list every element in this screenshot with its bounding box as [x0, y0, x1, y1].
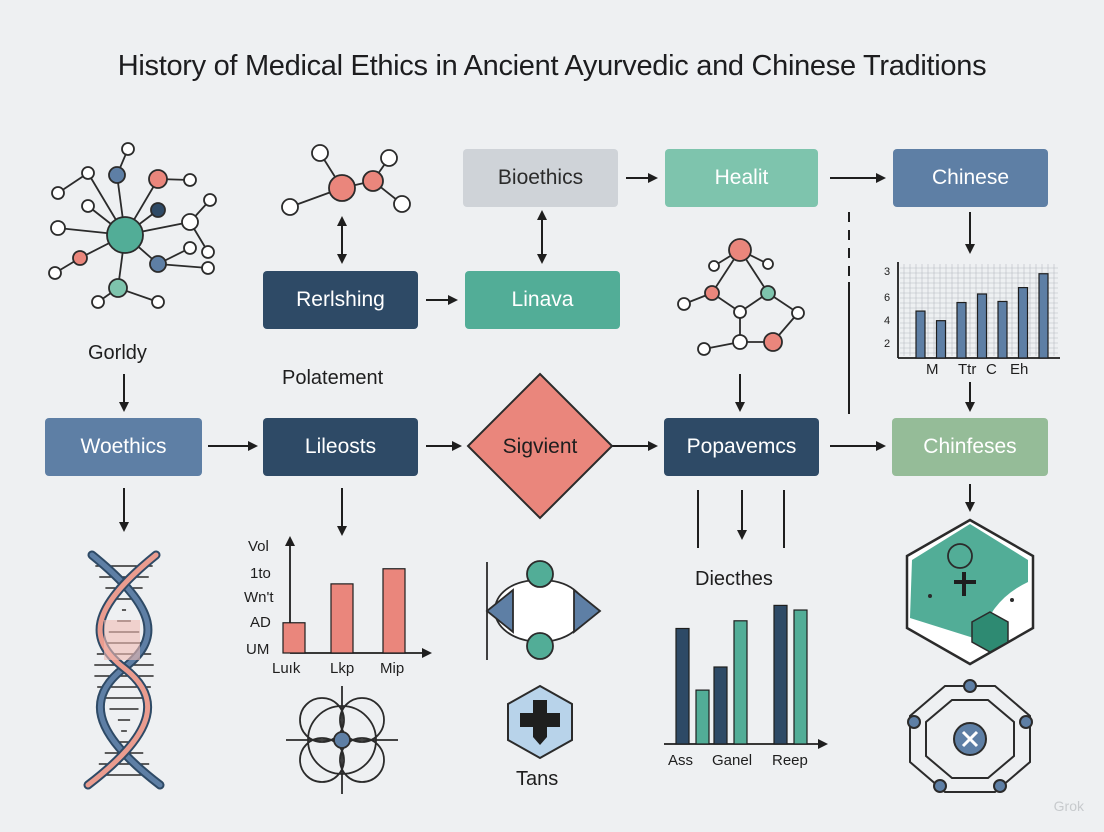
capsule-icon: [485, 560, 602, 660]
node-rerlshing[interactable]: Rerlshing: [263, 271, 418, 329]
chart1-xtick: Luık: [272, 660, 301, 677]
node-lileosts[interactable]: Lileosts: [263, 418, 418, 476]
watermark: Grok: [1053, 798, 1084, 814]
chart3-ytick: 2: [884, 338, 891, 350]
chart1-bar: [282, 622, 306, 654]
chart3-bar: [935, 320, 947, 359]
node-healit[interactable]: Healit: [665, 149, 818, 207]
chart3-bar: [997, 300, 1008, 359]
label-polatement: Polatement: [282, 367, 384, 389]
molecule-icon-top: [281, 144, 411, 216]
node-popavemcs[interactable]: Popavemcs: [664, 418, 819, 476]
chart3-bar: [1017, 287, 1029, 359]
node-chinfeses[interactable]: Chinfeses: [892, 418, 1048, 476]
chart1-xtick: Lkp: [330, 660, 355, 677]
chart1-bar: [382, 568, 406, 654]
node-bioethics[interactable]: Bioethics: [463, 149, 618, 207]
chart2-bar: [793, 609, 808, 745]
chart3-bar: [1038, 273, 1049, 359]
chart3-bar: [976, 293, 988, 359]
network-nodes-left: [48, 142, 217, 309]
chart1-xtick: Mip: [380, 660, 405, 677]
dna-helix-icon: [83, 550, 165, 790]
node-linava[interactable]: Linava: [465, 271, 620, 329]
chart3-xtick: C: [986, 361, 997, 378]
label-tans: Tans: [516, 768, 559, 790]
chart2-xtick: Reep: [772, 752, 808, 769]
label-gorldy: Gorldy: [88, 342, 147, 364]
node-woethics[interactable]: Woethics: [45, 418, 202, 476]
chart3-ytick: 4: [884, 315, 891, 327]
page-title: History of Medical Ethics in Ancient Ayu…: [117, 50, 987, 82]
node-chinese[interactable]: Chinese: [893, 149, 1048, 207]
chart1-ytick: UM: [246, 641, 270, 658]
octagon-x-icon: [907, 679, 1033, 793]
chart3-bar: [915, 310, 926, 359]
chart1-ytick: Vol: [248, 538, 269, 555]
chart1-ytick: 1to: [250, 565, 271, 582]
medical-cross-icon: [507, 684, 573, 760]
chart2-xtick: Ass: [668, 752, 694, 769]
circles-icon: [286, 686, 398, 794]
decision-diamond: [466, 372, 614, 520]
chart3-xtick: Ttr: [958, 361, 977, 378]
chart1-ytick: Wn't: [244, 589, 274, 606]
chart2-bar: [713, 666, 728, 745]
chart3-ytick: 3: [884, 266, 891, 278]
chart2-xtick: Ganel: [712, 752, 753, 769]
chart3-xtick: M: [926, 361, 939, 378]
chart2-bar: [773, 604, 788, 745]
chart2-bar: [695, 689, 710, 745]
hexagon-shield-icon: [905, 518, 1035, 666]
chart2-bar: [675, 627, 690, 745]
ring-molecule-icon: [677, 238, 805, 356]
chart3-xtick: Eh: [1010, 361, 1029, 378]
label-diecthes: Diecthes: [695, 568, 773, 590]
node-sigvient[interactable]: Sigvient: [502, 435, 578, 458]
chart3-bar: [956, 301, 967, 359]
chart1-ytick: AD: [250, 614, 271, 631]
flow-arrows: [119, 173, 975, 548]
chart1-bar: [330, 583, 354, 654]
chart3-ytick: 6: [884, 292, 891, 304]
chart2-bar: [733, 620, 748, 745]
